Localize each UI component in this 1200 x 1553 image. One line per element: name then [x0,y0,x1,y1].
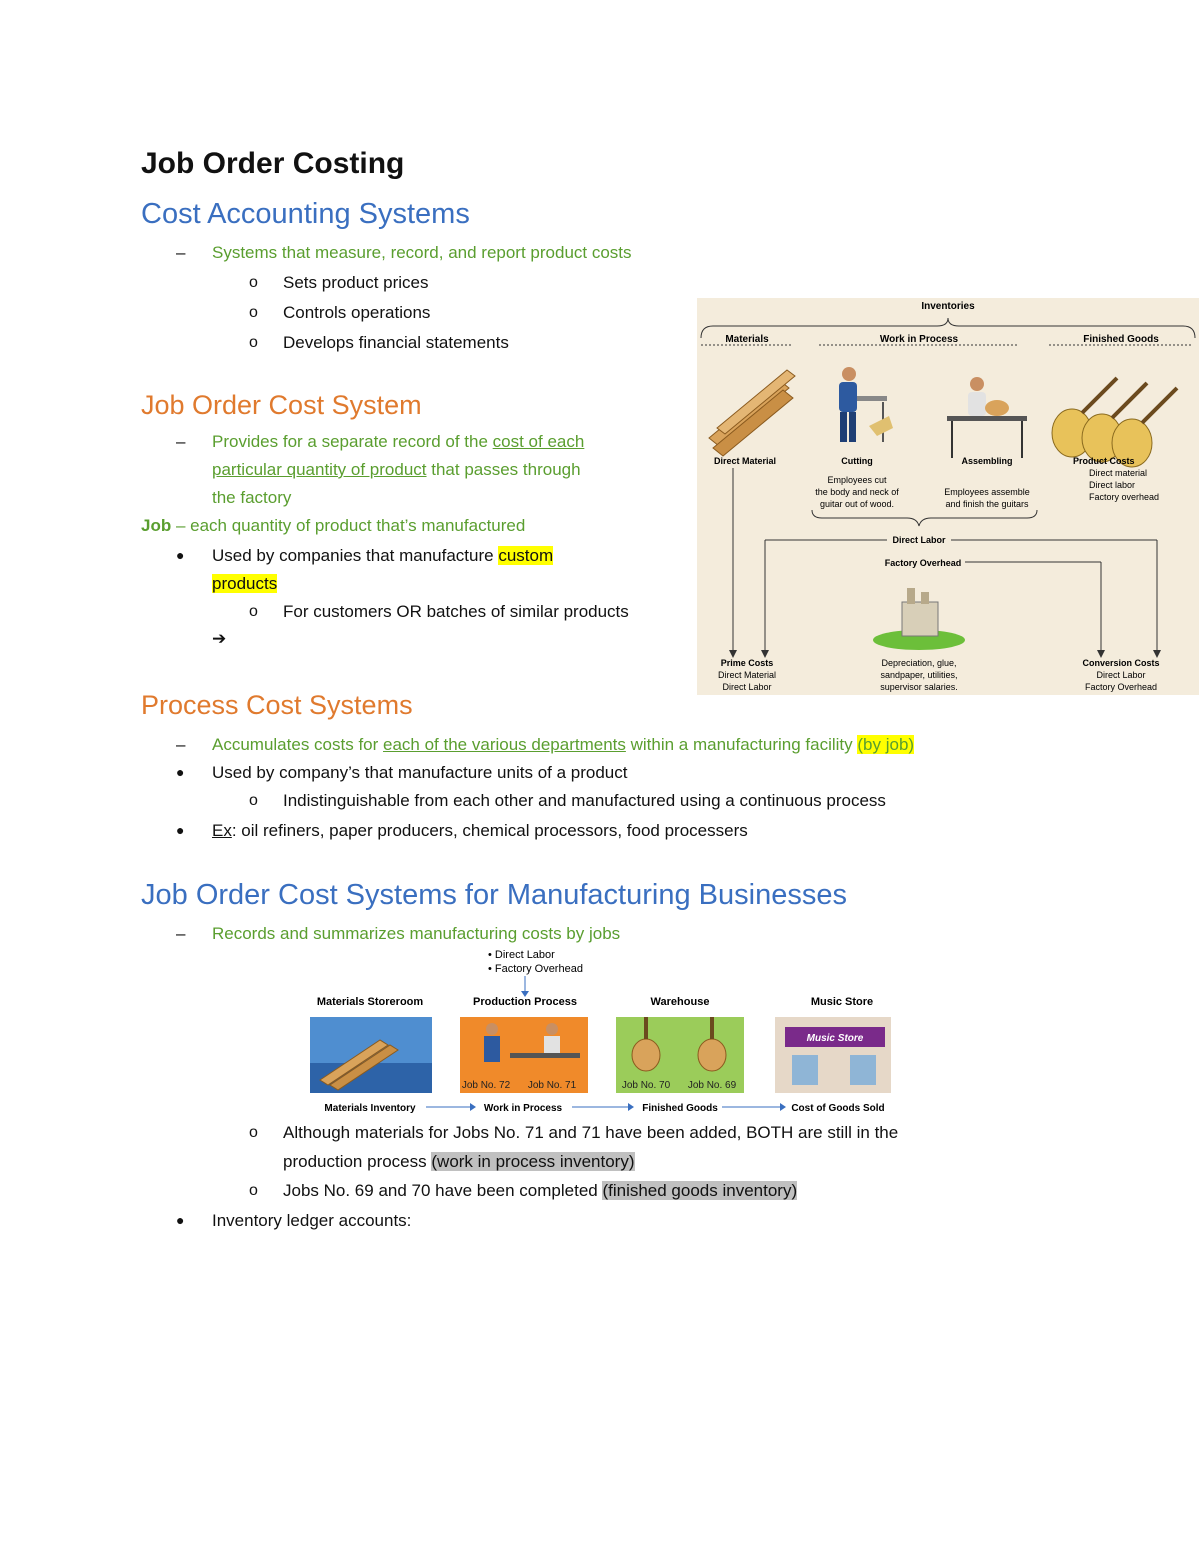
manufacturing-sub-item-1-line2: production process (work in process inve… [283,1152,635,1171]
arrow-icon: ➔ [212,629,227,648]
sub-bullet-marker: o [249,603,258,620]
guitars-icon [1051,376,1179,468]
bullet-marker: ● [176,1212,185,1228]
store-sign: Music Store [807,1033,864,1044]
job-label: Job No. 70 [622,1080,671,1091]
dash-marker: – [176,432,186,451]
conversion-costs-line: Direct Labor [1096,670,1145,680]
section-heading-process: Process Cost Systems [141,690,413,720]
cutting-desc-line: the body and neck of [815,487,899,497]
flow-label: Materials Inventory [324,1103,416,1114]
warehouse-image: Job No. 70 Job No. 69 [616,1017,744,1093]
prime-costs-label: Prime Costs [721,658,774,668]
cost-accounting-definition: Systems that measure, record, and report… [212,243,632,262]
product-costs-label: Product Costs [1073,456,1135,466]
sub-bullet-marker: o [249,1124,258,1141]
materials-label: Materials [725,334,769,345]
process-sub-item: Indistinguishable from each other and ma… [283,791,886,810]
sub-bullet-marker: o [249,1182,258,1199]
input-label: • Factory Overhead [488,963,583,975]
conversion-costs-line: Factory Overhead [1085,682,1157,692]
worker-cutting-icon [839,367,893,442]
page-title: Job Order Costing [141,147,405,180]
prime-costs-line: Direct Labor [722,682,771,692]
product-costs-line: Direct labor [1089,480,1135,490]
job-order-bullet-line1: Used by companies that manufacture custo… [212,546,554,565]
bullet-marker: ● [176,822,185,838]
wip-brace [811,509,1038,527]
assembling-desc-line: Employees assemble [944,487,1030,497]
sub-bullet-marker: o [249,304,258,321]
job-order-bullet-line2: products [212,574,278,593]
job-flow-diagram: • Direct Labor • Factory Overhead Materi… [300,945,900,1117]
process-bullet: Used by company’s that manufacture units… [212,763,628,782]
lumber-icon [708,369,796,457]
inventory-ledger-bullet: Inventory ledger accounts: [212,1211,412,1230]
job-order-definition-line2: particular quantity of product that pass… [212,460,581,479]
assembling-desc-line: and finish the guitars [945,499,1029,509]
wip-label: Work in Process [880,334,959,345]
direct-labor-label: Direct Labor [892,535,946,545]
section-heading-cost-accounting: Cost Accounting Systems [141,198,470,230]
top-brace [700,317,1196,339]
stage-label: Production Process [473,996,577,1008]
sub-bullet-marker: o [249,274,258,291]
worker-assembling-icon [947,377,1027,458]
job-flow-diagram-svg: • Direct Labor • Factory Overhead Materi… [310,949,891,1114]
sub-bullet-marker: o [249,792,258,809]
cutting-label: Cutting [841,456,873,466]
bullet-marker: ● [176,547,185,563]
materials-storeroom-image [310,1017,432,1093]
music-store-image: Music Store [775,1017,891,1093]
product-costs-line: Factory overhead [1089,492,1159,502]
manufacturing-sub-item-2: Jobs No. 69 and 70 have been completed (… [283,1181,798,1200]
cutting-desc-line: guitar out of wood. [820,499,894,509]
job-order-sub-item: For customers OR batches of similar prod… [283,602,629,621]
job-order-definition-line3: the factory [212,488,292,507]
stage-label: Materials Storeroom [317,996,424,1008]
stage-label: Warehouse [651,996,710,1008]
list-item: Develops financial statements [283,333,509,352]
job-order-definition-line1: Provides for a separate record of the co… [212,432,585,451]
dash-marker: – [176,735,186,754]
flow-label: Work in Process [484,1103,563,1114]
cutting-desc-line: Employees cut [827,475,887,485]
factory-overhead-label: Factory Overhead [885,558,962,568]
sub-bullet-marker: o [249,334,258,351]
direct-material-label: Direct Material [714,456,776,466]
product-costs-line: Direct material [1089,468,1147,478]
diagram-top-label: Inventories [921,301,975,312]
factory-icon [873,588,965,650]
production-process-image: Job No. 72 Job No. 71 [460,1017,588,1093]
job-label: Job No. 69 [688,1080,737,1091]
job-label: Job No. 72 [462,1080,511,1091]
flow-label: Finished Goods [642,1103,718,1114]
stage-label: Music Store [811,996,873,1008]
list-item: Controls operations [283,303,431,322]
flow-label: Cost of Goods Sold [791,1103,884,1114]
inventories-diagram-svg: Inventories Materials Work in Process Fi… [700,301,1196,692]
job-label: Job No. 71 [528,1080,577,1091]
list-item: Sets product prices [283,273,429,292]
inventories-diagram: Inventories Materials Work in Process Fi… [697,298,1199,695]
overhead-desc-line: supervisor salaries. [880,682,958,692]
section-heading-job-order: Job Order Cost System [141,390,422,420]
finished-goods-label: Finished Goods [1083,334,1159,345]
dash-marker: – [176,924,186,943]
overhead-desc-line: Depreciation, glue, [881,658,956,668]
manufacturing-sub-item-1-line1: Although materials for Jobs No. 71 and 7… [283,1123,899,1142]
manufacturing-definition: Records and summarizes manufacturing cos… [212,924,621,943]
input-label: • Direct Labor [488,949,555,961]
overhead-desc-line: sandpaper, utilities, [880,670,957,680]
job-definition: Job – each quantity of product that’s ma… [141,516,526,535]
bullet-marker: ● [176,764,185,780]
section-heading-manufacturing: Job Order Cost Systems for Manufacturing… [141,879,847,911]
conversion-costs-label: Conversion Costs [1082,658,1159,668]
process-example: Ex: oil refiners, paper producers, chemi… [212,821,748,840]
assembling-label: Assembling [961,456,1012,466]
prime-costs-line: Direct Material [718,670,776,680]
process-definition: Accumulates costs for each of the variou… [212,735,915,754]
dash-marker: – [176,243,186,262]
